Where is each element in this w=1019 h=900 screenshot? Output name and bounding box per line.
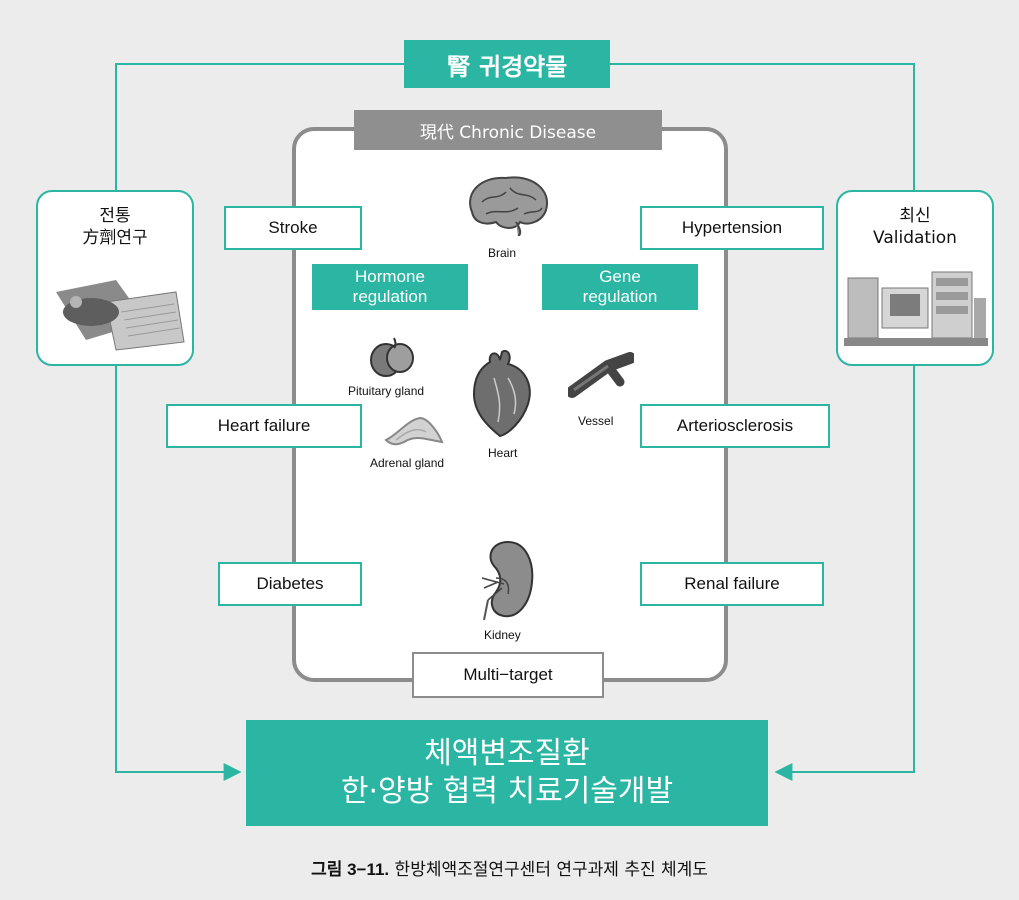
brain-icon [469, 176, 549, 236]
disease-stroke: Stroke [224, 206, 362, 250]
goal-line1: 체액변조질환 [424, 736, 590, 771]
organ-label-vessel: Vessel [578, 414, 614, 428]
pituitary-gland-icon [370, 337, 414, 377]
gene-regulation-label: Gene regulation [542, 264, 698, 310]
hormone-regulation-label: Hormone regulation [312, 264, 468, 310]
herbal-medicine-photo [46, 262, 186, 352]
heart-icon [472, 350, 531, 438]
top-banner: 腎 귀경약물 [404, 40, 610, 88]
validation-card: 최신 Validation [836, 190, 994, 366]
kidney-icon [481, 540, 534, 621]
panel-header: 現代 Chronic Disease [354, 110, 662, 150]
right-down-line [774, 366, 915, 781]
vessel-icon [568, 352, 634, 398]
disease-renal-failure: Renal failure [640, 562, 824, 606]
lab-equipment-photo [844, 258, 988, 358]
card-title-line2: 方劑연구 [82, 228, 148, 248]
card-title-line1: 최신 [899, 206, 931, 226]
goal-line2: 한·양방 협력 치료기술개발 [340, 774, 674, 809]
label-line1: Gene [599, 267, 641, 286]
label-line2: regulation [582, 287, 658, 306]
organ-label-brain: Brain [488, 246, 517, 260]
card-title-line2: Validation [873, 228, 957, 248]
goal-box: 체액변조질환 한·양방 협력 치료기술개발 [246, 720, 768, 826]
traditional-research-card: 전통 方劑연구 [36, 190, 194, 366]
organ-label-adrenal: Adrenal gland [370, 456, 445, 470]
figure-number: 그림 3−11. [311, 860, 390, 879]
disease-diabetes: Diabetes [218, 562, 362, 606]
organ-label-pituitary: Pituitary gland [348, 384, 425, 398]
caption-text: 한방체액조절연구센터 연구과제 추진 체계도 [389, 860, 708, 880]
label-line1: Hormone [355, 267, 425, 286]
card-title-line1: 전통 [99, 206, 131, 226]
left-down-line [115, 366, 242, 781]
label-line2: regulation [352, 287, 428, 306]
organ-label-kidney: Kidney [484, 628, 521, 642]
organ-label-heart: Heart [488, 446, 518, 460]
right-loop-line [610, 63, 915, 192]
multi-target-label: Multi−target [412, 652, 604, 698]
disease-heart-failure: Heart failure [166, 404, 362, 448]
disease-hypertension: Hypertension [640, 206, 824, 250]
disease-arteriosclerosis: Arteriosclerosis [640, 404, 830, 448]
figure-caption: 그림 3−11. 한방체액조절연구센터 연구과제 추진 체계도 [0, 855, 1019, 880]
left-loop-line [115, 63, 404, 192]
adrenal-gland-icon [384, 416, 444, 446]
